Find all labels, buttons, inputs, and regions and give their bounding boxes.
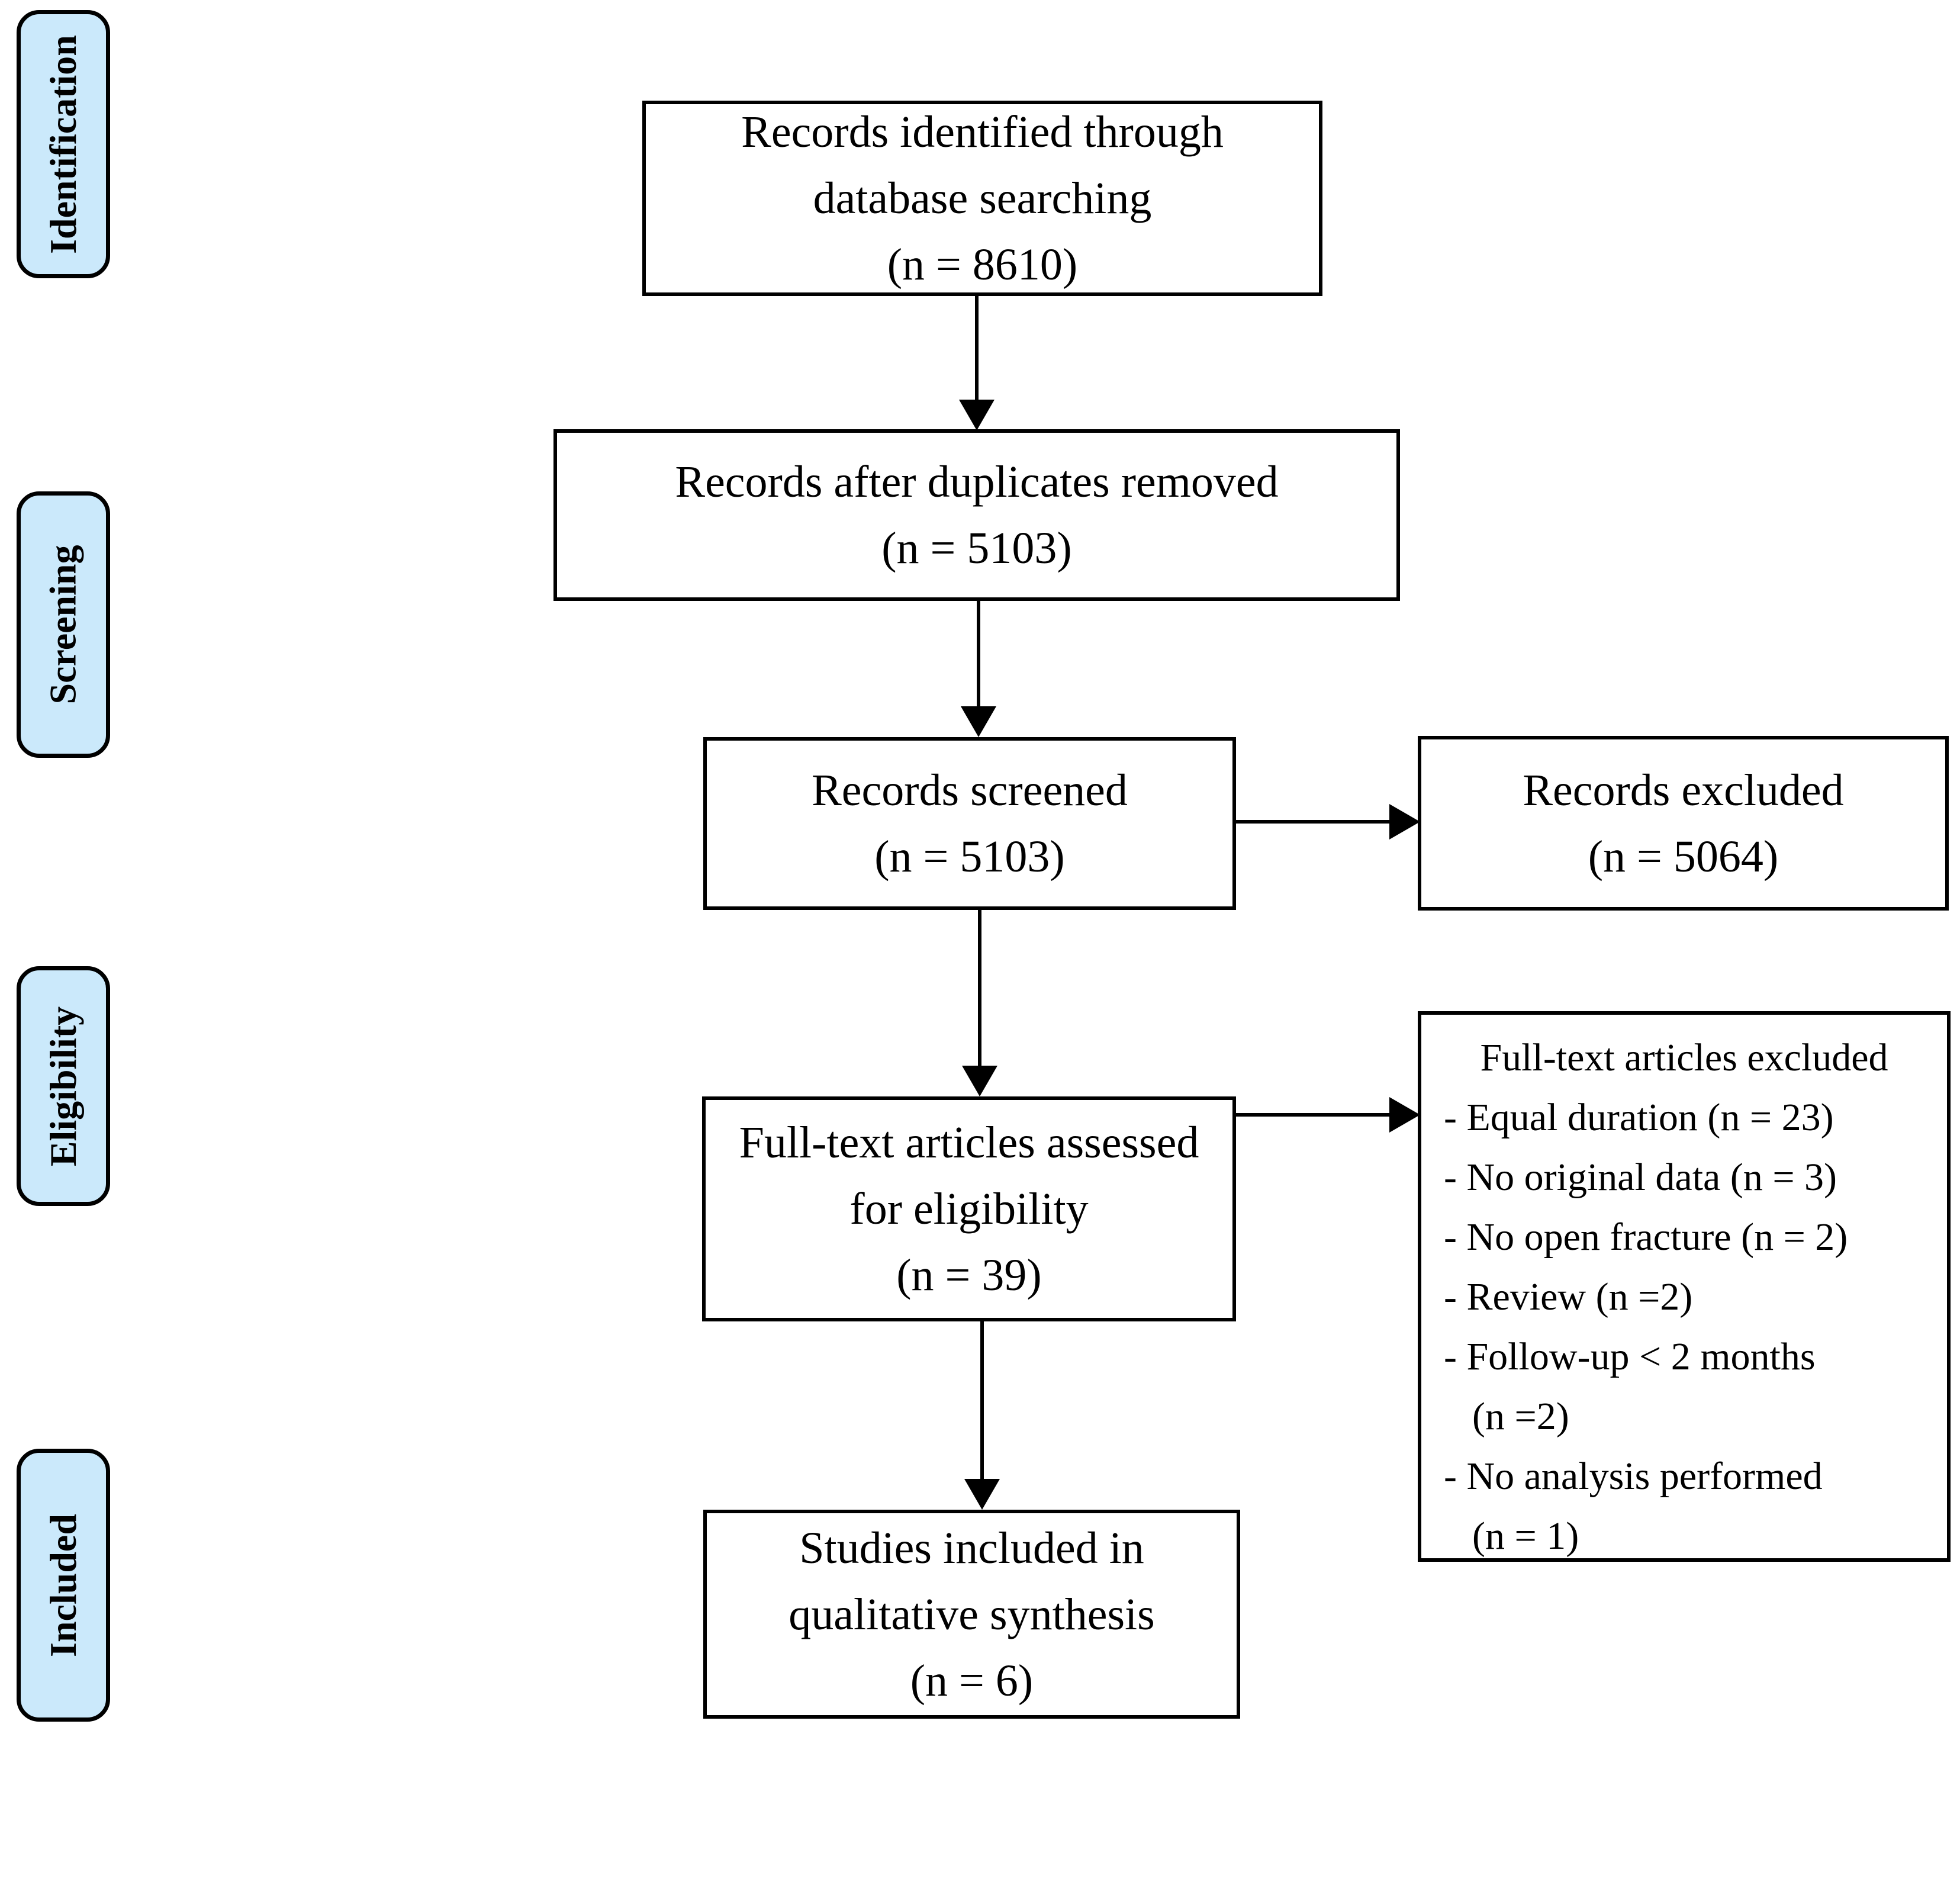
fulltext-excluded-reason: - No analysis performed	[1444, 1455, 1823, 1498]
stage-included-label: Included	[42, 1513, 84, 1657]
box-records-identified-line-1: Records identified through	[741, 107, 1224, 157]
stage-identification: Identification	[17, 10, 110, 278]
stage-screening: Screening	[17, 491, 110, 758]
box-after-duplicates-count: (n = 5103)	[881, 523, 1072, 573]
box-studies-included: Studies included in qualitative synthesi…	[703, 1510, 1240, 1719]
box-fulltext-assessed-line-1: Full-text articles assessed	[739, 1118, 1199, 1167]
arrow-screened-to-fulltext-head	[962, 1066, 997, 1096]
box-records-excluded-line-1: Records excluded	[1523, 765, 1844, 815]
arrow-duplicates-to-screened-line	[977, 601, 980, 706]
arrow-screened-to-excluded-head	[1389, 804, 1420, 840]
fulltext-excluded-reason-continuation: (n =2)	[1472, 1395, 1569, 1438]
box-studies-included-line-1: Studies included in	[799, 1523, 1144, 1573]
box-after-duplicates: Records after duplicates removed (n = 51…	[553, 429, 1400, 601]
fulltext-excluded-reason: - No original data (n = 3)	[1444, 1156, 1837, 1199]
arrow-fulltext-to-excluded-head	[1389, 1097, 1420, 1133]
box-fulltext-excluded-title: Full-text articles excluded	[1480, 1036, 1888, 1079]
box-studies-included-count: (n = 6)	[910, 1655, 1034, 1706]
box-fulltext-assessed-count: (n = 39)	[896, 1250, 1042, 1300]
arrow-fulltext-to-included-head	[964, 1479, 1000, 1510]
fulltext-excluded-reason-continuation: (n = 1)	[1472, 1514, 1579, 1558]
stage-eligibility: Eligibility	[17, 966, 110, 1206]
box-fulltext-excluded: Full-text articles excluded - Equal dura…	[1418, 1011, 1951, 1562]
box-studies-included-line-2: qualitative synthesis	[788, 1589, 1155, 1639]
fulltext-excluded-reason: - Equal duration (n = 23)	[1444, 1096, 1834, 1139]
box-records-excluded: Records excluded (n = 5064)	[1418, 736, 1949, 911]
arrow-identified-to-duplicates-head	[959, 400, 995, 430]
box-records-identified: Records identified through database sear…	[642, 101, 1322, 296]
arrow-screened-to-excluded-line	[1236, 820, 1389, 824]
box-records-screened-count: (n = 5103)	[874, 832, 1065, 882]
arrow-duplicates-to-screened-head	[961, 706, 996, 737]
box-fulltext-assessed-line-2: for eligibility	[849, 1184, 1089, 1234]
box-records-screened: Records screened (n = 5103)	[703, 737, 1236, 910]
stage-included: Included	[17, 1449, 110, 1722]
arrow-fulltext-to-excluded-line	[1236, 1113, 1389, 1117]
box-records-screened-line-1: Records screened	[812, 766, 1128, 815]
fulltext-excluded-reason: - No open fracture (n = 2)	[1444, 1215, 1848, 1259]
fulltext-excluded-reason: - Follow-up < 2 months	[1444, 1335, 1816, 1378]
box-records-identified-line-2: database searching	[813, 173, 1152, 223]
box-fulltext-assessed: Full-text articles assessed for eligibil…	[702, 1096, 1236, 1321]
arrow-screened-to-fulltext-line	[978, 910, 981, 1066]
stage-identification-label: Identification	[42, 34, 84, 254]
box-records-excluded-count: (n = 5064)	[1588, 831, 1779, 882]
arrow-fulltext-to-included-line	[980, 1321, 984, 1479]
stage-screening-label: Screening	[42, 545, 84, 705]
arrow-identified-to-duplicates-line	[975, 296, 979, 400]
box-records-identified-count: (n = 8610)	[887, 240, 1078, 290]
box-after-duplicates-line-1: Records after duplicates removed	[675, 457, 1279, 507]
stage-eligibility-label: Eligibility	[42, 1006, 84, 1166]
fulltext-excluded-reason: - Review (n =2)	[1444, 1275, 1693, 1318]
